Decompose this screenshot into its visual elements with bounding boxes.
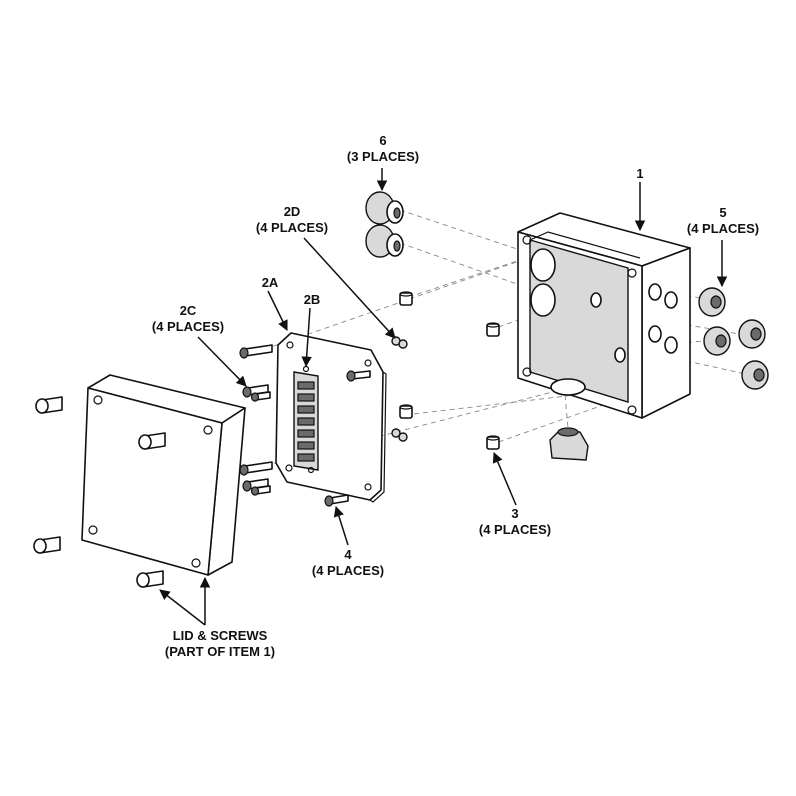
callout-item-2b-number: 2B	[303, 292, 321, 307]
callout-item-2d-qty: (4 PLACES)	[255, 220, 329, 235]
callout-item-3: 3 (4 PLACES)	[467, 506, 563, 538]
screw-2c	[239, 344, 273, 359]
callout-lid-screws-title: LID & SCREWS	[172, 628, 268, 643]
standoff-3	[399, 291, 413, 306]
standoff-3	[486, 435, 500, 450]
callout-item-6: 6 (3 PLACES)	[335, 133, 431, 165]
callout-item-2c-number: 2C	[179, 303, 197, 318]
screw-4-group	[324, 370, 371, 507]
nut-2d-group	[391, 336, 408, 442]
callout-item-3-number: 3	[511, 506, 519, 521]
mounting-plate	[275, 332, 387, 503]
callout-item-5: 5 (4 PLACES)	[675, 205, 771, 237]
standoff-3	[486, 322, 500, 337]
screw-2c	[250, 485, 271, 496]
grommet-5-group	[698, 287, 769, 390]
screw-2c-group	[239, 344, 273, 496]
callout-item-2a: 2A	[252, 275, 288, 291]
lid-screw	[136, 570, 164, 588]
grommet-6	[365, 191, 404, 225]
standoff-3	[399, 404, 413, 419]
callout-item-5-number: 5	[719, 205, 727, 220]
screw-4	[346, 370, 371, 382]
callout-item-1: 1	[620, 166, 660, 182]
callout-item-6-qty: (3 PLACES)	[346, 149, 420, 164]
callout-item-5-qty: (4 PLACES)	[686, 221, 760, 236]
lid	[81, 374, 246, 576]
screw-2c	[239, 461, 273, 476]
grommet-5	[741, 360, 769, 390]
callout-item-2c-qty: (4 PLACES)	[151, 319, 225, 334]
callout-item-4-number: 4	[344, 547, 352, 562]
terminal-block	[293, 365, 319, 474]
callout-item-6-number: 6	[379, 133, 387, 148]
grommet-6-bottom	[549, 427, 589, 461]
callout-lid-screws: LID & SCREWS (PART OF ITEM 1)	[140, 628, 300, 660]
screw-2c	[250, 391, 271, 402]
callout-item-2d-number: 2D	[283, 204, 301, 219]
enclosure-box	[517, 212, 691, 419]
leader-lines	[159, 168, 728, 626]
callout-lid-screws-note: (PART OF ITEM 1)	[164, 644, 276, 659]
callout-item-2b: 2B	[294, 292, 330, 308]
callout-item-4-qty: (4 PLACES)	[311, 563, 385, 578]
lid-screw-group	[33, 396, 166, 588]
callout-item-2a-number: 2A	[261, 275, 279, 290]
lid-screw	[138, 432, 166, 450]
lid-screw	[35, 396, 63, 414]
callout-item-2d: 2D (4 PLACES)	[244, 204, 340, 236]
callout-item-1-number: 1	[636, 166, 644, 181]
callout-item-3-qty: (4 PLACES)	[478, 522, 552, 537]
callout-item-2c: 2C (4 PLACES)	[140, 303, 236, 335]
grommet-5	[703, 326, 731, 356]
callout-item-4: 4 (4 PLACES)	[300, 547, 396, 579]
grommet-5	[738, 319, 766, 349]
grommet-6	[365, 224, 404, 258]
grommet-5	[698, 287, 726, 317]
screw-4	[324, 494, 349, 507]
lid-screw	[33, 536, 61, 554]
grommet-6-group	[365, 191, 589, 461]
standoff-3-group	[399, 291, 500, 450]
